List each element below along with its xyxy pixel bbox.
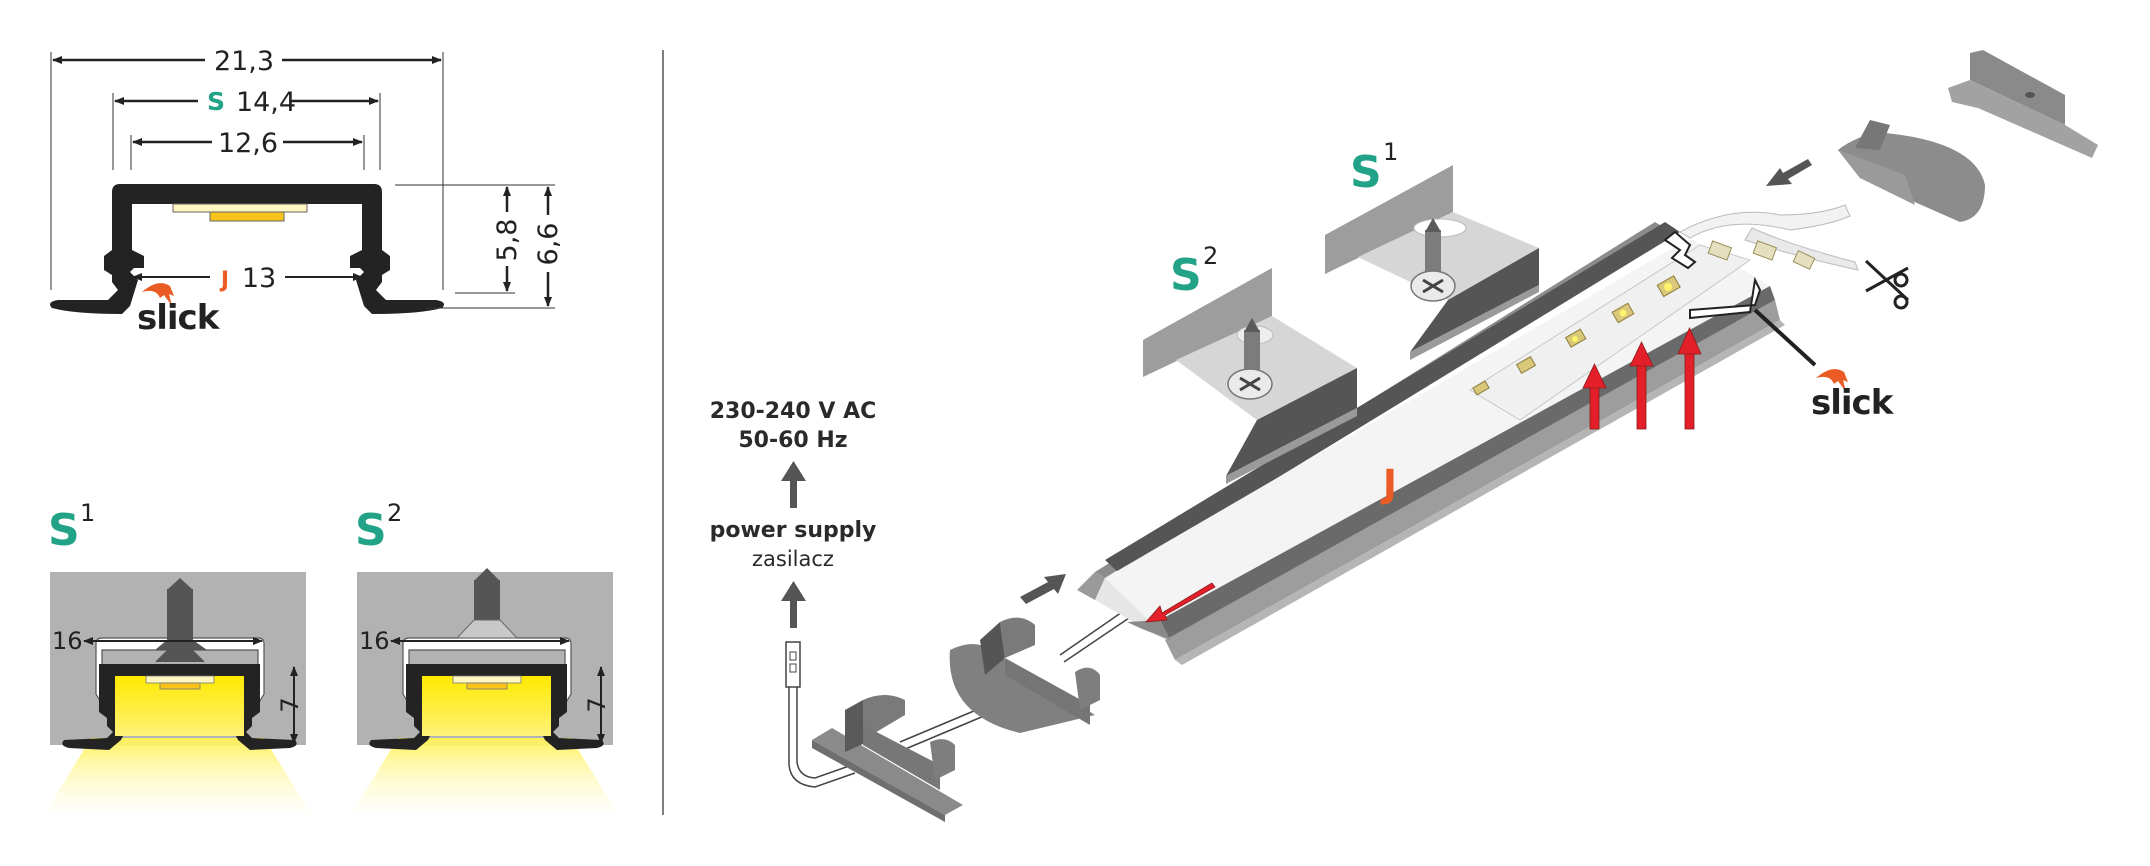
led-strip-pcb [172, 203, 308, 213]
clip-s1-superscript: 1 [1383, 138, 1398, 166]
screw-head-icon [1227, 368, 1273, 400]
variant-s1-superscript: 1 [80, 499, 95, 527]
dim-s-width-value: 14,4 [236, 87, 296, 118]
variant-s2-superscript: 2 [387, 499, 402, 527]
end-cap-flat-top [1948, 50, 2098, 158]
arrow-up-icon [781, 581, 806, 628]
light-cone [353, 738, 617, 812]
clip-s2-superscript: 2 [1203, 242, 1218, 270]
power-supply-pl: zasilacz [752, 547, 834, 571]
slick-logo: slick [137, 283, 222, 338]
dim-j-width: J 13 [132, 263, 363, 294]
mounting-clip-s2: S 2 [1143, 242, 1357, 484]
mount-variant-s2: S 2 16 7 [353, 499, 617, 812]
s-label: S [207, 87, 225, 116]
slick-logo-right: slick [1811, 369, 1896, 423]
slick-logo-swoosh-icon [142, 283, 174, 306]
variant-s1-depth-dim: 7 [276, 697, 304, 712]
variant-s1-letter: S [48, 505, 80, 556]
dim-inner-width-value: 12,6 [218, 128, 278, 159]
power-supply-block: 230-240 V AC 50-60 Hz power supply zasil… [710, 399, 877, 628]
end-cap-flat [812, 695, 963, 822]
power-supply-en: power supply [710, 518, 877, 543]
dim-s-width: S 14,4 [114, 87, 379, 118]
dim-overall-width-value: 21,3 [214, 46, 274, 77]
scissors-icon [1864, 259, 1910, 310]
variant-s2-letter: S [355, 505, 387, 556]
dim-height-total-value: 6,6 [533, 223, 564, 266]
power-frequency: 50-60 Hz [738, 428, 847, 453]
end-cap-round [949, 617, 1100, 733]
arrows-press-strip-icon [1582, 327, 1702, 430]
slick-logo-text-right: slick [1811, 383, 1895, 423]
clip-s1-letter: S [1350, 147, 1382, 198]
diffuser-label-j: J [1380, 462, 1397, 506]
variant-s2-depth-dim: 7 [583, 697, 611, 712]
dim-height-total: 6,6 [533, 186, 564, 307]
profile-cross-section: 21,3 S 14,4 12,6 J 13 [50, 46, 564, 338]
mounting-clip-s1: S 1 [1325, 138, 1539, 360]
power-voltage: 230-240 V AC [710, 399, 877, 424]
slick-logo-text: slick [137, 298, 221, 338]
slick-logo-swoosh-icon [1816, 369, 1848, 392]
arrow-insert-top-icon [1766, 159, 1812, 186]
arrow-insert-icon [1020, 574, 1066, 604]
end-cap-round-top [1838, 120, 1985, 222]
arrow-up-icon [781, 461, 806, 508]
dim-height-inner-value: 5,8 [492, 219, 523, 262]
dim-height-inner: 5,8 [492, 186, 523, 292]
dim-inner-width: 12,6 [132, 128, 363, 159]
dim-overall-width: 21,3 [52, 46, 442, 77]
mount-variant-s1: S 1 16 7 [46, 499, 310, 812]
dim-j-width-value: 13 [242, 263, 276, 294]
j-label: J [219, 268, 229, 293]
light-cone [46, 738, 310, 812]
clip-s2-letter: S [1170, 250, 1202, 301]
aluminium-profile: J [1077, 204, 1859, 665]
assembly-view: 230-240 V AC 50-60 Hz power supply zasil… [710, 50, 2098, 822]
screw-head-icon [1410, 270, 1456, 302]
profile-shape [50, 184, 444, 314]
led-chip [209, 211, 285, 222]
variant-s2-width-dim: 16 [359, 627, 390, 655]
arrow-slide-diffuser-icon [1145, 582, 1216, 623]
variant-s1-width-dim: 16 [52, 627, 83, 655]
